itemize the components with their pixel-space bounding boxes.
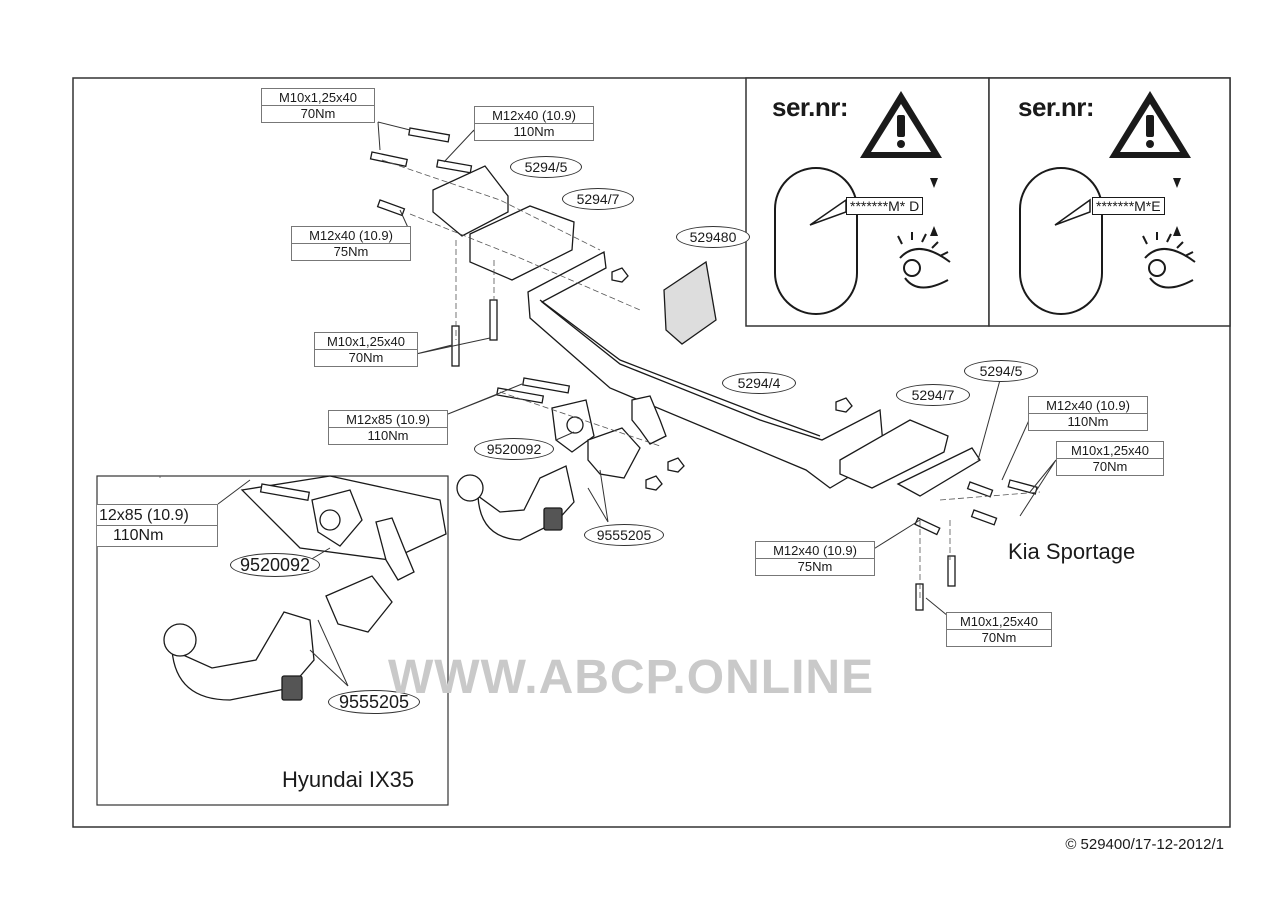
bolt-spec: M10x1,25x40 — [1070, 443, 1150, 458]
serial-title-d: ser.nr: — [772, 92, 849, 122]
label-right-bolt-c: M12x40 (10.9) 75Nm — [755, 541, 875, 576]
part-bracket-right-5: 5294/5 — [964, 360, 1038, 382]
eye-icon — [897, 232, 951, 289]
bolt-spec: M10x1,25x40 — [278, 90, 358, 105]
label-right-bolt-b: M10x1,25x40 70Nm — [1056, 441, 1164, 476]
bolt-spec: M10x1,25x40 — [959, 614, 1039, 629]
serial-code-d: *******M* D — [846, 197, 924, 215]
copyright-note: © 529400/17-12-2012/1 — [1065, 836, 1224, 853]
bolt-spec: M12x40 (10.9) — [492, 108, 576, 123]
part-inset-ball-mount: 9555205 — [328, 690, 420, 714]
inset-frame — [96, 475, 449, 806]
label-left-bolt-upper: M12x40 (10.9) 75Nm — [291, 226, 411, 261]
label-top-bolt-a: M10x1,25x40 70Nm — [261, 88, 375, 123]
bolt-torque: 110Nm — [475, 123, 593, 140]
label-left-bolt-lower: M10x1,25x40 70Nm — [314, 332, 418, 367]
part-ball-mount: 9555205 — [584, 524, 664, 546]
bolt-torque: 110Nm — [97, 525, 217, 546]
label-right-bolt-d: M10x1,25x40 70Nm — [946, 612, 1052, 647]
part-plate: 529480 — [676, 226, 750, 248]
serial-code-e: *******M*E — [1092, 197, 1165, 215]
part-bracket-left-7: 5294/7 — [562, 188, 634, 210]
serial-panel-d — [745, 77, 990, 327]
vehicle-main: Kia Sportage — [1008, 539, 1136, 564]
part-socket-plate: 9520092 — [474, 438, 554, 460]
hitch-drawing — [163, 127, 1038, 701]
bolt-spec: 12x85 (10.9) — [99, 507, 189, 524]
label-inset-bolt: 12x85 (10.9) 110Nm — [97, 504, 218, 547]
bolt-spec: M12x40 (10.9) — [309, 228, 393, 243]
bolt-torque: 70Nm — [947, 629, 1051, 646]
bolt-torque: 70Nm — [315, 349, 417, 366]
bolt-spec: M12x40 (10.9) — [1046, 398, 1130, 413]
bolt-spec: M12x40 (10.9) — [773, 543, 857, 558]
label-right-bolt-a: M12x40 (10.9) 110Nm — [1028, 396, 1148, 431]
bolt-torque: 75Nm — [756, 558, 874, 575]
part-inset-socket-plate: 9520092 — [230, 553, 320, 577]
label-top-bolt-b: M12x40 (10.9) 110Nm — [474, 106, 594, 141]
bolt-torque: 110Nm — [1029, 413, 1147, 430]
part-crossbar: 5294/4 — [722, 372, 796, 394]
vehicle-inset: Hyundai IX35 — [282, 767, 415, 792]
bolt-torque: 110Nm — [329, 427, 447, 444]
serial-title-e: ser.nr: — [1018, 92, 1095, 122]
eye-icon — [1142, 232, 1196, 289]
label-center-bolt: M12x85 (10.9) 110Nm — [328, 410, 448, 445]
bolt-torque: 75Nm — [292, 243, 410, 260]
outer-frame — [72, 77, 1231, 828]
part-bracket-left-5: 5294/5 — [510, 156, 582, 178]
bolt-spec: M10x1,25x40 — [326, 334, 406, 349]
bolt-torque: 70Nm — [1057, 458, 1163, 475]
coupling-outline — [774, 167, 858, 315]
bolt-torque: 70Nm — [262, 105, 374, 122]
part-bracket-right-7: 5294/7 — [896, 384, 970, 406]
watermark: WWW.ABCP.ONLINE — [388, 651, 875, 704]
bolt-spec: M12x85 (10.9) — [346, 412, 430, 427]
assembly-axes — [159, 159, 1041, 600]
coupling-outline — [1019, 167, 1103, 315]
